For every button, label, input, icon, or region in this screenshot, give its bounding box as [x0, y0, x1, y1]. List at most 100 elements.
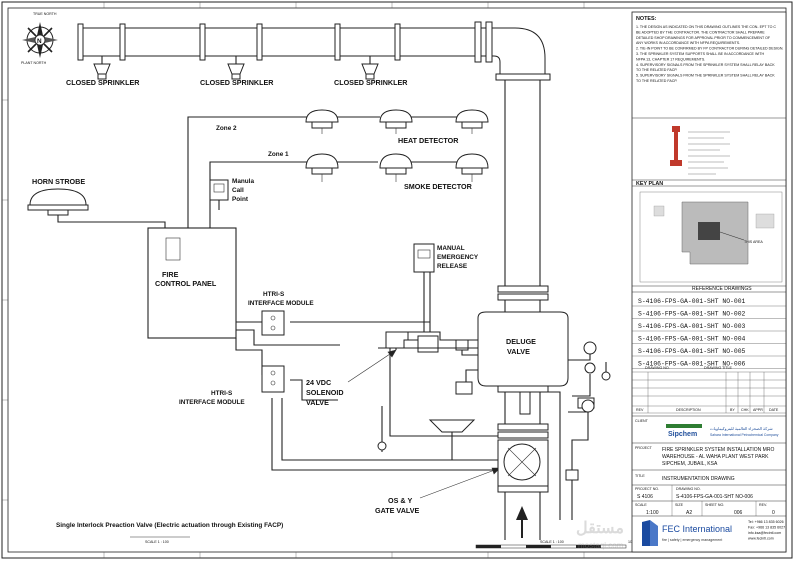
note-line: 3. THE SPRINKLER SYSTEM SUPPORTS SHALL B… — [636, 52, 765, 56]
note-line: DETAILED SHOP DRAWINGS FOR APPROVAL PRIO… — [636, 36, 771, 40]
rev-col-chk: CHK — [741, 408, 749, 412]
note-line: 5. SUPERVISORY SIGNALS FROM THE SPRINKLE… — [636, 74, 775, 78]
size-label: SIZE — [675, 503, 684, 507]
drawing-title-col: DRAWING TITLE — [704, 366, 733, 370]
project-line-2: WAREHOUSE - AL WAHA PLANT WEST PARK — [662, 454, 769, 460]
sheet-no-label: SHEET NO. — [705, 503, 724, 507]
horn-strobe-label: HORN STROBE — [32, 177, 85, 186]
compass-bottom-text: PLANT NORTH — [21, 61, 47, 65]
watermark-arabic: مستقل — [576, 520, 624, 537]
interface-1-line2: INTERFACE MODULE — [248, 300, 314, 307]
bypass-piping — [377, 348, 498, 471]
manual-release-line2: EMERGENCY — [437, 254, 479, 261]
note-line: ANY WORKS IN ACCORDANCE WITH NFPA REQUIR… — [636, 41, 740, 45]
manual-call-line3: Point — [232, 196, 249, 203]
sheet-no: 006 — [734, 510, 743, 516]
horn-strobe-wiring — [57, 215, 166, 228]
zone-2-label: Zone 2 — [216, 125, 237, 132]
rev-col-by: BY — [730, 408, 735, 412]
drawing-no: S-4106-FPS-GA-001-SHT NO-006 — [676, 494, 753, 500]
manual-call-line1: Manula — [232, 178, 254, 185]
reference-drawings: S-4106-FPS-GA-001-SHT NO-001S-4106-FPS-G… — [632, 298, 786, 369]
rev-col-desc: DESCRIPTION — [676, 408, 701, 412]
manual-emergency-release — [413, 243, 435, 332]
scale-bar-end: 10M — [628, 540, 635, 544]
title-text: INSTRUMENTATION DRAWING — [662, 476, 735, 482]
border-ticks — [2, 2, 585, 558]
heat-detector-2 — [379, 109, 413, 134]
manual-call-line2: Call — [232, 187, 244, 194]
scale-right-text: SCALE 1 : 100 — [540, 540, 564, 544]
osy-gate-valve — [497, 439, 549, 540]
sprinkler-label-1: CLOSED SPRINKLER — [66, 78, 140, 87]
notes-header: NOTES: — [636, 16, 657, 22]
fec-contact-line: Fax: +966 13 835 6027 — [748, 526, 785, 530]
interface-2-line2: INTERFACE MODULE — [179, 399, 245, 406]
scale-value: 1:100 — [646, 510, 659, 516]
client-label: CLIENT — [635, 419, 649, 423]
fec-contact-line: info.ksa@fecintl.com — [748, 531, 781, 535]
zone-1-label: Zone 1 — [268, 151, 289, 158]
interface-1-line1: HTRI-S — [263, 291, 285, 298]
note-line: 4. SUPERVISORY SIGNALS FROM THE SPRINKLE… — [636, 63, 775, 67]
project-no-label: PROJECT NO. — [635, 487, 659, 491]
solenoid-label-line1: 24 VDC — [306, 378, 331, 387]
fec-contact-line: Tel: +966 13 835 6026 — [748, 520, 784, 524]
drawing-no-label: DRAWING NO. — [676, 487, 701, 491]
panel-label-line1: FIRE — [162, 270, 179, 279]
interface-module-1 — [261, 310, 285, 336]
deluge-valve-body — [477, 311, 569, 439]
client-english: Sahara International Petrochemical Compa… — [710, 433, 779, 437]
note-line: BE ADOPTED BY THE CONTRACTOR. THE CONTRA… — [636, 30, 765, 34]
drawing-no-col: DRAWING NO. — [645, 366, 670, 370]
note-line: 1. THE DESIGN AS INDICATED ON THIS DRAWI… — [636, 25, 776, 29]
note-line: 2. TIE-IN POINT TO BE CONFIRMED BY FP CO… — [636, 47, 783, 51]
project-no: S 4106 — [637, 494, 653, 500]
sprinkler-label-3: CLOSED SPRINKLER — [334, 78, 408, 87]
scale-left-text: SCALE 1 : 100 — [145, 540, 169, 544]
heat-detector-3 — [455, 109, 489, 134]
ref-header: REFERENCE DRAWINGS — [692, 286, 752, 292]
diagram-caption: Single Interlock Preaction Valve (Electr… — [56, 522, 283, 529]
key-plan: THIS AREA — [639, 191, 783, 283]
solenoid-valve — [378, 331, 478, 353]
sprinkler-head-2 — [227, 56, 245, 80]
panel-label-line2: CONTROL PANEL — [155, 279, 217, 288]
drip-cup — [428, 419, 476, 460]
deluge-label-line1: DELUGE — [506, 337, 536, 346]
rev-label: REV. — [759, 503, 767, 507]
sprinkler-label-2: CLOSED SPRINKLER — [200, 78, 274, 87]
zone-2-wiring — [187, 116, 462, 228]
leader-lines — [347, 349, 501, 499]
fec-tagline: fire | safety | emergency management — [662, 538, 722, 542]
rev-col-appr: APPR — [753, 408, 763, 412]
ref-drawing-item: S-4106-FPS-GA-001-SHT NO-004 — [638, 336, 746, 343]
smoke-detector-1 — [305, 153, 339, 182]
horn-strobe — [27, 188, 89, 216]
client-name: Sipchem — [668, 431, 697, 438]
rev-value: 0 — [772, 510, 775, 516]
smoke-detector-3 — [455, 153, 489, 182]
smoke-detector-label: SMOKE DETECTOR — [404, 182, 473, 191]
ref-drawing-item: S-4106-FPS-GA-001-SHT NO-003 — [638, 323, 746, 330]
main-riser — [497, 80, 549, 312]
compass-top-text: TRUE NORTH — [33, 12, 57, 16]
deluge-label-line2: VALVE — [507, 347, 530, 356]
sheet-info-dividers — [671, 501, 757, 516]
north-compass: TRUE NORTH N PLANT NORTH — [21, 12, 58, 65]
interface-2-line1: HTRI-S — [211, 390, 233, 397]
note-line: TO THE RELATED FACP. — [636, 79, 677, 83]
key-plan-header: KEY PLAN — [636, 181, 663, 187]
sipchem-logo: Sipchem — [666, 424, 702, 438]
heat-detector-1 — [305, 109, 339, 134]
logo-figure — [670, 126, 730, 175]
ref-drawing-item: S-4106-FPS-GA-001-SHT NO-005 — [638, 348, 746, 355]
solenoid-label-line2: SOLENOID — [306, 388, 344, 397]
revision-table — [632, 371, 786, 414]
sprinkler-head-1 — [93, 56, 111, 80]
ref-drawing-item: S-4106-FPS-GA-001-SHT NO-002 — [638, 311, 746, 318]
project-line-1: FIRE SPRINKLER SYSTEM INSTALLATION MRO — [662, 447, 774, 453]
